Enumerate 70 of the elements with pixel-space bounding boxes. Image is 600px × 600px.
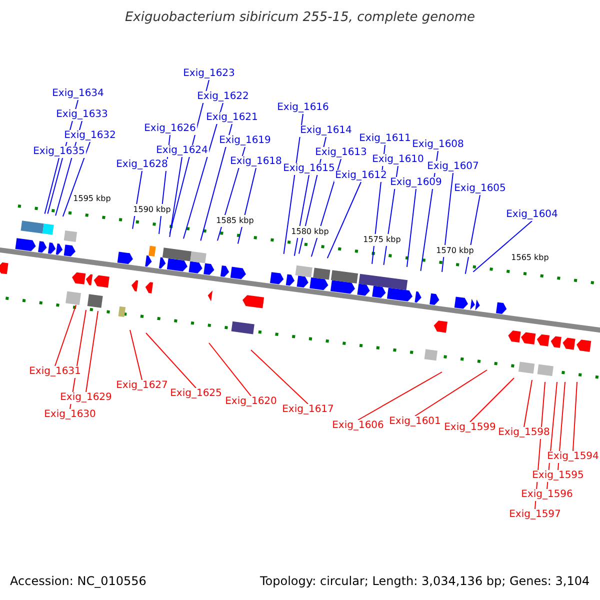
leader-line [208, 342, 252, 396]
leader-line [472, 220, 532, 272]
scale-label: 1590 kbp [133, 204, 171, 216]
gene-label: Exig_1631 [28, 366, 82, 378]
gene-label: Exig_1628 [115, 159, 169, 171]
leader-line [358, 372, 442, 420]
gene-label: Exig_1630 [43, 409, 97, 421]
gene-label: Exig_1613 [314, 147, 368, 159]
gene-label: Exig_1595 [531, 470, 585, 482]
genome-info-text: Topology: circular; Length: 3,034,136 bp; Genes: 3,104 [260, 575, 590, 587]
gene-label: Exig_1624 [155, 145, 209, 157]
accession-text: Accession: NC_010556 [10, 575, 146, 587]
gene-label: Exig_1597 [508, 509, 562, 521]
leader-line [250, 350, 308, 404]
scale-label: 1595 kbp [73, 193, 111, 205]
gene-label: Exig_1609 [389, 177, 443, 189]
leader-line [54, 304, 76, 366]
gene-label: Exig_1601 [388, 416, 442, 428]
leader-line [470, 378, 514, 422]
scale-label: 1575 kbp [363, 234, 401, 246]
gene-label: Exig_1625 [169, 388, 223, 400]
gene-label: Exig_1604 [505, 209, 559, 221]
scale-label: 1585 kbp [216, 215, 254, 227]
gene-label: Exig_1635 [32, 146, 86, 158]
gene-label: Exig_1618 [229, 156, 283, 168]
leader-line [558, 382, 566, 470]
leader-line [62, 142, 90, 217]
leader-line [442, 172, 454, 272]
title: Exiguobacterium sibiricum 255-15, complete genome [124, 12, 476, 24]
gene-label: Exig_1626 [143, 123, 197, 135]
leader-line [414, 370, 488, 416]
gene-label: Exig_1633 [55, 109, 109, 121]
scale-label: 1570 kbp [436, 245, 474, 257]
gene-label: Exig_1617 [281, 404, 335, 416]
gene-label: Exig_1599 [443, 422, 497, 434]
gene-label: Exig_1622 [196, 91, 250, 103]
gene-label: Exig_1619 [218, 135, 272, 147]
gene-label: Exig_1615 [282, 163, 336, 175]
gene-label: Exig_1614 [299, 125, 353, 137]
gene-label: Exig_1610 [371, 154, 425, 166]
gene-label: Exig_1620 [224, 396, 278, 408]
gene-label: Exig_1598 [497, 427, 551, 439]
scale-label: 1565 kbp [511, 252, 549, 264]
leader-line [146, 332, 196, 388]
gene-label: Exig_1621 [205, 112, 259, 124]
gene-label: Exig_1612 [334, 170, 388, 182]
gene-label: Exig_1623 [182, 68, 236, 80]
gene-label: Exig_1605 [453, 183, 507, 195]
gene-label: Exig_1608 [411, 139, 465, 151]
leader-line [86, 310, 98, 392]
gene-label: Exig_1627 [115, 380, 169, 392]
gene-label: Exig_1634 [51, 88, 105, 100]
leader-line [200, 124, 232, 242]
gene-label: Exig_1606 [331, 420, 385, 432]
leader-line [44, 158, 60, 214]
leader-line [130, 330, 142, 380]
gene-label: Exig_1611 [358, 133, 412, 145]
gene-label: Exig_1607 [426, 161, 480, 173]
gene-label: Exig_1632 [63, 130, 117, 142]
leader-line [182, 102, 224, 240]
gene-label: Exig_1596 [520, 489, 574, 501]
gene-label: Exig_1629 [59, 392, 113, 404]
leader-line [169, 156, 182, 238]
scale-label: 1580 kbp [291, 226, 329, 238]
leader-line [524, 380, 532, 428]
leader-line [572, 382, 578, 452]
gene-label: Exig_1616 [276, 102, 330, 114]
leader-line [326, 182, 362, 259]
gene-label: Exig_1594 [546, 451, 600, 463]
leader-line [406, 188, 416, 268]
